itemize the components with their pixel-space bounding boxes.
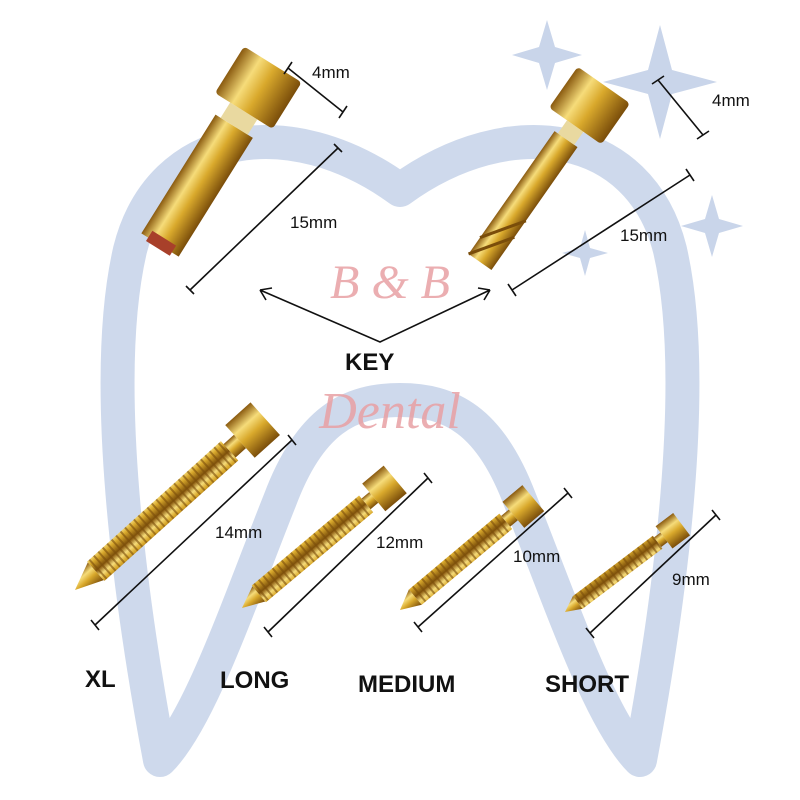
- screw-xl-label: XL: [85, 666, 116, 693]
- screw-long-label: LONG: [220, 667, 289, 694]
- screw-long-length: 12mm: [376, 533, 423, 552]
- key-wrench-1: [141, 47, 301, 257]
- screw-xl: [75, 402, 280, 590]
- screw-long: [242, 465, 407, 608]
- key1-head-size: 4mm: [312, 63, 350, 82]
- screw-short-label: SHORT: [545, 671, 629, 698]
- watermark-brand: B & B: [330, 256, 450, 309]
- screw-medium-label: MEDIUM: [358, 671, 455, 698]
- screw-xl-length: 14mm: [215, 523, 262, 542]
- screw-medium-length: 10mm: [513, 547, 560, 566]
- screw-dimension-lines: [90, 434, 721, 639]
- key1-length: 15mm: [290, 213, 337, 232]
- screw-medium: [400, 485, 545, 610]
- key-label: KEY: [345, 349, 394, 376]
- dimension-lines: [185, 61, 710, 343]
- key2-head-size: 4mm: [712, 91, 750, 110]
- screw-short: [565, 512, 691, 612]
- screw-short-length: 9mm: [672, 570, 710, 589]
- watermark-dental: Dental: [318, 383, 461, 440]
- key2-length: 15mm: [620, 226, 667, 245]
- key-wrench-2: [468, 68, 629, 271]
